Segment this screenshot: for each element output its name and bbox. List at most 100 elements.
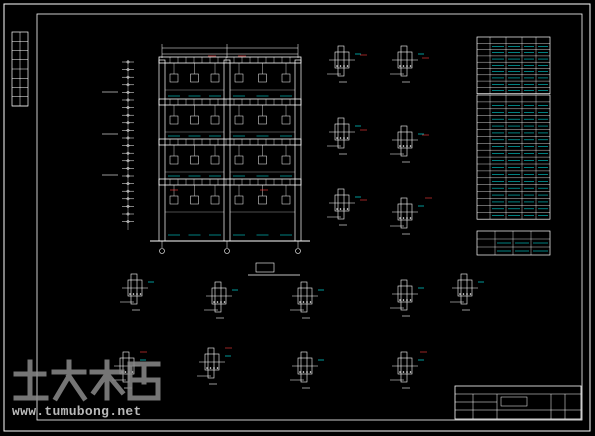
rebar-dot <box>402 145 405 147</box>
rebar-dot <box>406 299 408 301</box>
rebar-dot <box>223 301 226 303</box>
rebar-dot <box>406 65 408 67</box>
elevation-caption <box>248 262 300 276</box>
rebar-dot <box>336 137 338 139</box>
rebar-dot <box>399 299 401 301</box>
section-column <box>460 273 468 305</box>
floor-beam <box>158 138 302 146</box>
watermark-url: www.tumubong.net <box>12 404 142 419</box>
rebar-dot <box>409 217 412 219</box>
table-2 <box>476 94 551 220</box>
rebar-dot <box>402 299 405 301</box>
title-block-border <box>454 385 582 420</box>
section-detail <box>290 281 324 319</box>
rebar-dot <box>139 293 142 295</box>
section-detail <box>197 347 231 385</box>
rebar-dot <box>129 293 131 295</box>
rebar-dot <box>346 208 349 210</box>
rebar-dot <box>302 371 305 373</box>
rebar-dot <box>213 367 215 369</box>
axis-bubble <box>159 248 165 254</box>
rebar-dot <box>302 301 305 303</box>
section-detail <box>390 351 424 389</box>
inner-frame <box>36 13 583 421</box>
rebar-dot <box>343 208 345 210</box>
rebar-dot <box>466 293 468 295</box>
section-column <box>400 125 408 157</box>
section-detail <box>327 117 361 155</box>
rebar-dot <box>339 65 342 67</box>
section-column <box>337 188 345 220</box>
rebar-dot <box>402 371 405 373</box>
section-detail <box>390 279 424 317</box>
rebar-dot <box>406 371 408 373</box>
section-details <box>112 45 484 389</box>
rebar-dot <box>409 145 412 147</box>
rebar-dot <box>339 208 342 210</box>
frame-elevation <box>102 44 310 254</box>
rebar-dot <box>136 293 138 295</box>
section-column <box>400 45 408 77</box>
rebar-dot <box>399 65 401 67</box>
rebar-dot <box>409 371 412 373</box>
rebar-dot <box>409 65 412 67</box>
table-3 <box>476 230 551 256</box>
outer-frame <box>3 3 591 432</box>
rebar-dot <box>339 137 342 139</box>
section-detail <box>390 45 424 83</box>
section-detail <box>120 273 154 311</box>
section-detail <box>450 273 484 311</box>
rebar-dot <box>216 301 219 303</box>
rebar-dot <box>124 371 127 373</box>
table-border <box>476 230 551 256</box>
rebar-dot <box>336 208 338 210</box>
rebar-dot <box>346 137 349 139</box>
section-column <box>400 351 408 383</box>
rebar-dot <box>132 293 135 295</box>
floor-beam <box>158 56 302 64</box>
rebar-dot <box>299 301 301 303</box>
floor-beam <box>158 98 302 106</box>
section-detail <box>204 281 238 319</box>
rebar-dot <box>213 301 215 303</box>
rebar-dot <box>309 301 312 303</box>
table-border <box>476 36 551 95</box>
rebar-dot <box>220 301 222 303</box>
rebar-dot <box>343 65 345 67</box>
section-column <box>214 281 222 313</box>
section-column <box>337 117 345 149</box>
rebar-dot <box>309 371 312 373</box>
rebar-dot <box>402 65 405 67</box>
rebar-dot <box>399 371 401 373</box>
title-block <box>454 385 582 420</box>
rebar-dot <box>406 145 408 147</box>
section-detail <box>290 351 324 389</box>
axis-bubble <box>295 248 301 254</box>
section-column <box>207 347 215 379</box>
table-1 <box>476 36 551 95</box>
section-detail <box>327 188 361 226</box>
left-binding-strip <box>11 31 29 107</box>
rebar-dot <box>346 65 349 67</box>
rebar-dot <box>399 217 401 219</box>
rebar-dot <box>209 367 212 369</box>
axis-bubble <box>224 248 230 254</box>
watermark-logo <box>13 359 161 402</box>
rebar-dot <box>306 301 308 303</box>
rebar-dot <box>399 145 401 147</box>
section-column <box>300 351 308 383</box>
rebar-dot <box>336 65 338 67</box>
section-column <box>130 273 138 305</box>
section-column <box>300 281 308 313</box>
rebar-dot <box>299 371 301 373</box>
rebar-dot <box>343 137 345 139</box>
section-column <box>400 197 408 229</box>
rebar-dot <box>402 217 405 219</box>
title-name-box <box>500 396 528 407</box>
section-column <box>400 279 408 311</box>
section-column <box>337 45 345 77</box>
rebar-dot <box>206 367 208 369</box>
rebar-dot <box>306 371 308 373</box>
rebar-dot <box>459 293 461 295</box>
